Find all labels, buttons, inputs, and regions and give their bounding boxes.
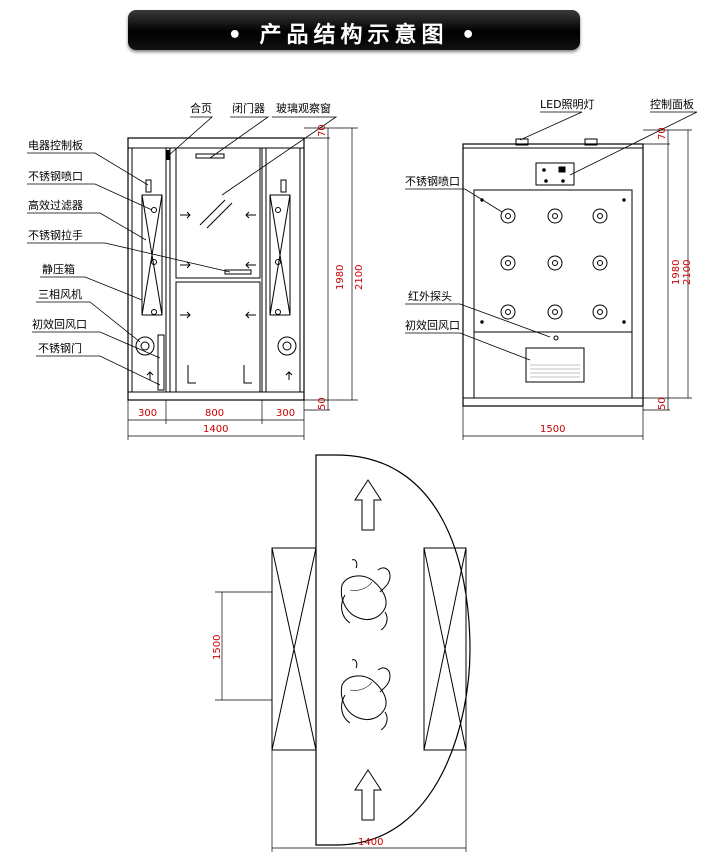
left-nozzles xyxy=(151,207,157,315)
control-panel xyxy=(535,162,575,186)
person-figure-2 xyxy=(340,659,391,731)
dim-plan-width: 1400 xyxy=(358,837,383,848)
dim-side-width: 1500 xyxy=(540,424,565,435)
plan-right-cabinet xyxy=(423,547,467,751)
lower-door-panel xyxy=(175,281,261,393)
right-fan xyxy=(277,336,297,356)
dim-side-total: 2100 xyxy=(682,260,693,285)
front-leaders xyxy=(27,116,338,386)
plan-view xyxy=(271,454,471,846)
ir-sensor xyxy=(553,335,559,341)
dim-front-mid: 1980 xyxy=(335,265,346,290)
glass-window-panel xyxy=(175,147,261,279)
label-ir-sensor: 红外探头 xyxy=(408,290,452,303)
plan-dimension-lines xyxy=(215,591,467,852)
dim-side-top: 70 xyxy=(657,127,668,140)
label-side-return-air: 初效回风口 xyxy=(405,318,460,332)
front-outer-frame xyxy=(127,137,305,401)
side-view xyxy=(462,138,644,407)
side-leaders xyxy=(405,111,698,361)
right-filter xyxy=(269,194,291,316)
plan-arrow-bottom xyxy=(354,769,382,821)
front-view xyxy=(127,137,305,401)
front-dimension-lines xyxy=(127,127,358,440)
dim-front-left: 300 xyxy=(138,408,157,419)
side-outer-frame xyxy=(462,143,644,407)
dim-front-width: 1400 xyxy=(203,424,228,435)
nozzle-panel xyxy=(473,189,633,333)
side-dimensions: 70 1980 2100 50 1500 xyxy=(540,127,693,435)
label-glass-window: 玻璃观察窗 xyxy=(276,101,331,115)
dim-plan-depth: 1500 xyxy=(212,635,223,660)
door-closer xyxy=(195,153,225,159)
left-control-board xyxy=(145,179,152,193)
dim-side-bottom: 50 xyxy=(657,397,668,410)
led-light-right xyxy=(584,138,598,146)
plan-chamber-arc xyxy=(315,454,471,846)
label-door: 不锈钢门 xyxy=(38,341,82,355)
label-control-panel: 控制面板 xyxy=(650,97,694,111)
right-nozzles xyxy=(275,207,281,315)
title-banner: • 产品结构示意图 • xyxy=(128,10,580,50)
dim-front-right: 300 xyxy=(276,408,295,419)
plan-dimensions: 1500 1400 xyxy=(212,635,383,848)
side-return-air-grille xyxy=(525,347,585,383)
side-dimension-lines xyxy=(462,129,692,440)
dim-front-center: 800 xyxy=(205,408,224,419)
label-control-board: 电器控制板 xyxy=(28,138,83,152)
person-figure-1 xyxy=(340,559,391,631)
dim-front-bottom: 50 xyxy=(317,397,328,410)
label-door-closer: 闭门器 xyxy=(232,101,265,115)
side-labels: LED照明灯 控制面板 不锈钢喷口 红外探头 初效回风口 xyxy=(405,97,694,332)
front-labels: 合页 闭门器 玻璃观察窗 电器控制板 不锈钢喷口 高效过滤器 不锈钢拉手 静压箱… xyxy=(28,101,331,355)
plan-arrow-top xyxy=(354,479,382,531)
label-fan: 三相风机 xyxy=(38,287,82,301)
dim-side-mid: 1980 xyxy=(671,260,682,285)
label-handle: 不锈钢拉手 xyxy=(28,228,83,242)
label-nozzle: 不锈钢喷口 xyxy=(28,170,83,183)
label-return-air: 初效回风口 xyxy=(32,317,87,331)
label-led: LED照明灯 xyxy=(540,98,595,111)
front-dimensions: 70 1980 2100 50 300 800 300 1400 xyxy=(138,124,365,435)
door-handle xyxy=(224,269,252,275)
label-side-nozzle: 不锈钢喷口 xyxy=(405,175,460,188)
dim-front-top: 70 xyxy=(317,124,328,137)
left-filter xyxy=(141,194,163,316)
left-fan xyxy=(135,336,155,356)
side-nozzles xyxy=(500,208,608,320)
label-plenum-box: 静压箱 xyxy=(42,262,75,276)
label-hepa-filter: 高效过滤器 xyxy=(28,198,83,212)
dim-front-total: 2100 xyxy=(354,265,365,290)
page-title: • 产品结构示意图 • xyxy=(227,23,481,48)
label-hinge: 合页 xyxy=(190,101,212,115)
